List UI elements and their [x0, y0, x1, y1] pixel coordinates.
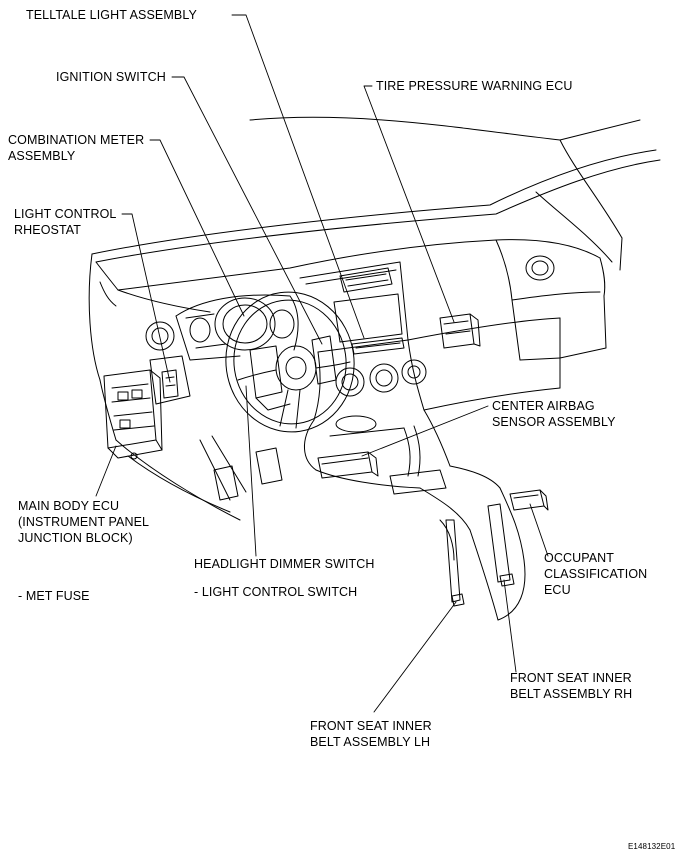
light-control-rheostat-part	[161, 369, 179, 399]
label-main-body-ecu-line1: MAIN BODY ECU	[18, 499, 120, 513]
label-occupant-classification-ecu-line1: OCCUPANT	[544, 551, 615, 565]
seat-belt-buckle-rh	[487, 503, 515, 587]
pedals	[213, 447, 283, 501]
label-center-airbag-sensor-assembly-line1: CENTER AIRBAG	[492, 399, 595, 413]
label-headlight-dimmer-switch: HEADLIGHT DIMMER SWITCH	[194, 557, 375, 571]
label-light-control-switch: - LIGHT CONTROL SWITCH	[194, 585, 358, 599]
label-front-seat-inner-belt-rh-line2: BELT ASSEMBLY RH	[510, 687, 633, 701]
label-occupant-classification-ecu-line3: ECU	[544, 583, 571, 597]
label-main-body-ecu: MAIN BODY ECU (INSTRUMENT PANEL JUNCTION…	[18, 498, 149, 546]
label-met-fuse: - MET FUSE	[18, 589, 90, 603]
windshield-outline	[91, 116, 661, 271]
label-main-body-ecu-line2: (INSTRUMENT PANEL	[18, 515, 150, 529]
label-center-airbag-sensor-assembly-line2: SENSOR ASSEMBLY	[492, 415, 616, 429]
dashboard-left-side	[88, 253, 247, 521]
label-ignition-switch: IGNITION SWITCH	[56, 70, 166, 84]
leader-lines	[95, 14, 549, 713]
center-stack	[299, 261, 427, 421]
label-combination-meter-assembly-line2: ASSEMBLY	[8, 149, 76, 163]
occupant-classification-ecu-part	[509, 489, 549, 511]
label-occupant-classification-ecu-line2: CLASSIFICATION	[544, 567, 648, 581]
label-front-seat-inner-belt-rh: FRONT SEAT INNER BELT ASSEMBLY RH	[510, 670, 632, 702]
label-center-airbag-sensor-assembly: CENTER AIRBAG SENSOR ASSEMBLY	[492, 398, 616, 430]
label-front-seat-inner-belt-lh: FRONT SEAT INNER BELT ASSEMBLY LH	[310, 718, 432, 750]
steering-wheel	[225, 291, 355, 433]
label-telltale-light-assembly: TELLTALE LIGHT ASSEMBLY	[26, 8, 197, 22]
label-light-control-rheostat: LIGHT CONTROL RHEOSTAT	[14, 206, 116, 238]
label-occupant-classification-ecu: OCCUPANT CLASSIFICATION ECU	[544, 550, 647, 598]
label-combination-meter-assembly: COMBINATION METER ASSEMBLY	[8, 132, 144, 164]
label-tire-pressure-warning-ecu: TIRE PRESSURE WARNING ECU	[376, 79, 573, 93]
dashboard-right	[407, 295, 607, 411]
figure-code: E148132E01	[628, 842, 676, 851]
seat-belt-buckle-lh	[445, 519, 465, 607]
dashboard-top	[95, 239, 606, 313]
label-combination-meter-assembly-line1: COMBINATION METER	[8, 133, 145, 147]
label-front-seat-inner-belt-lh-line2: BELT ASSEMBLY LH	[310, 735, 431, 749]
label-main-body-ecu-line3: JUNCTION BLOCK)	[18, 531, 133, 545]
label-light-control-rheostat-line2: RHEOSTAT	[14, 223, 82, 237]
center-console	[304, 409, 526, 621]
label-front-seat-inner-belt-lh-line1: FRONT SEAT INNER	[310, 719, 432, 733]
label-front-seat-inner-belt-rh-line1: FRONT SEAT INNER	[510, 671, 632, 685]
label-light-control-rheostat-line1: LIGHT CONTROL	[14, 207, 117, 221]
combination-meter	[175, 294, 299, 361]
